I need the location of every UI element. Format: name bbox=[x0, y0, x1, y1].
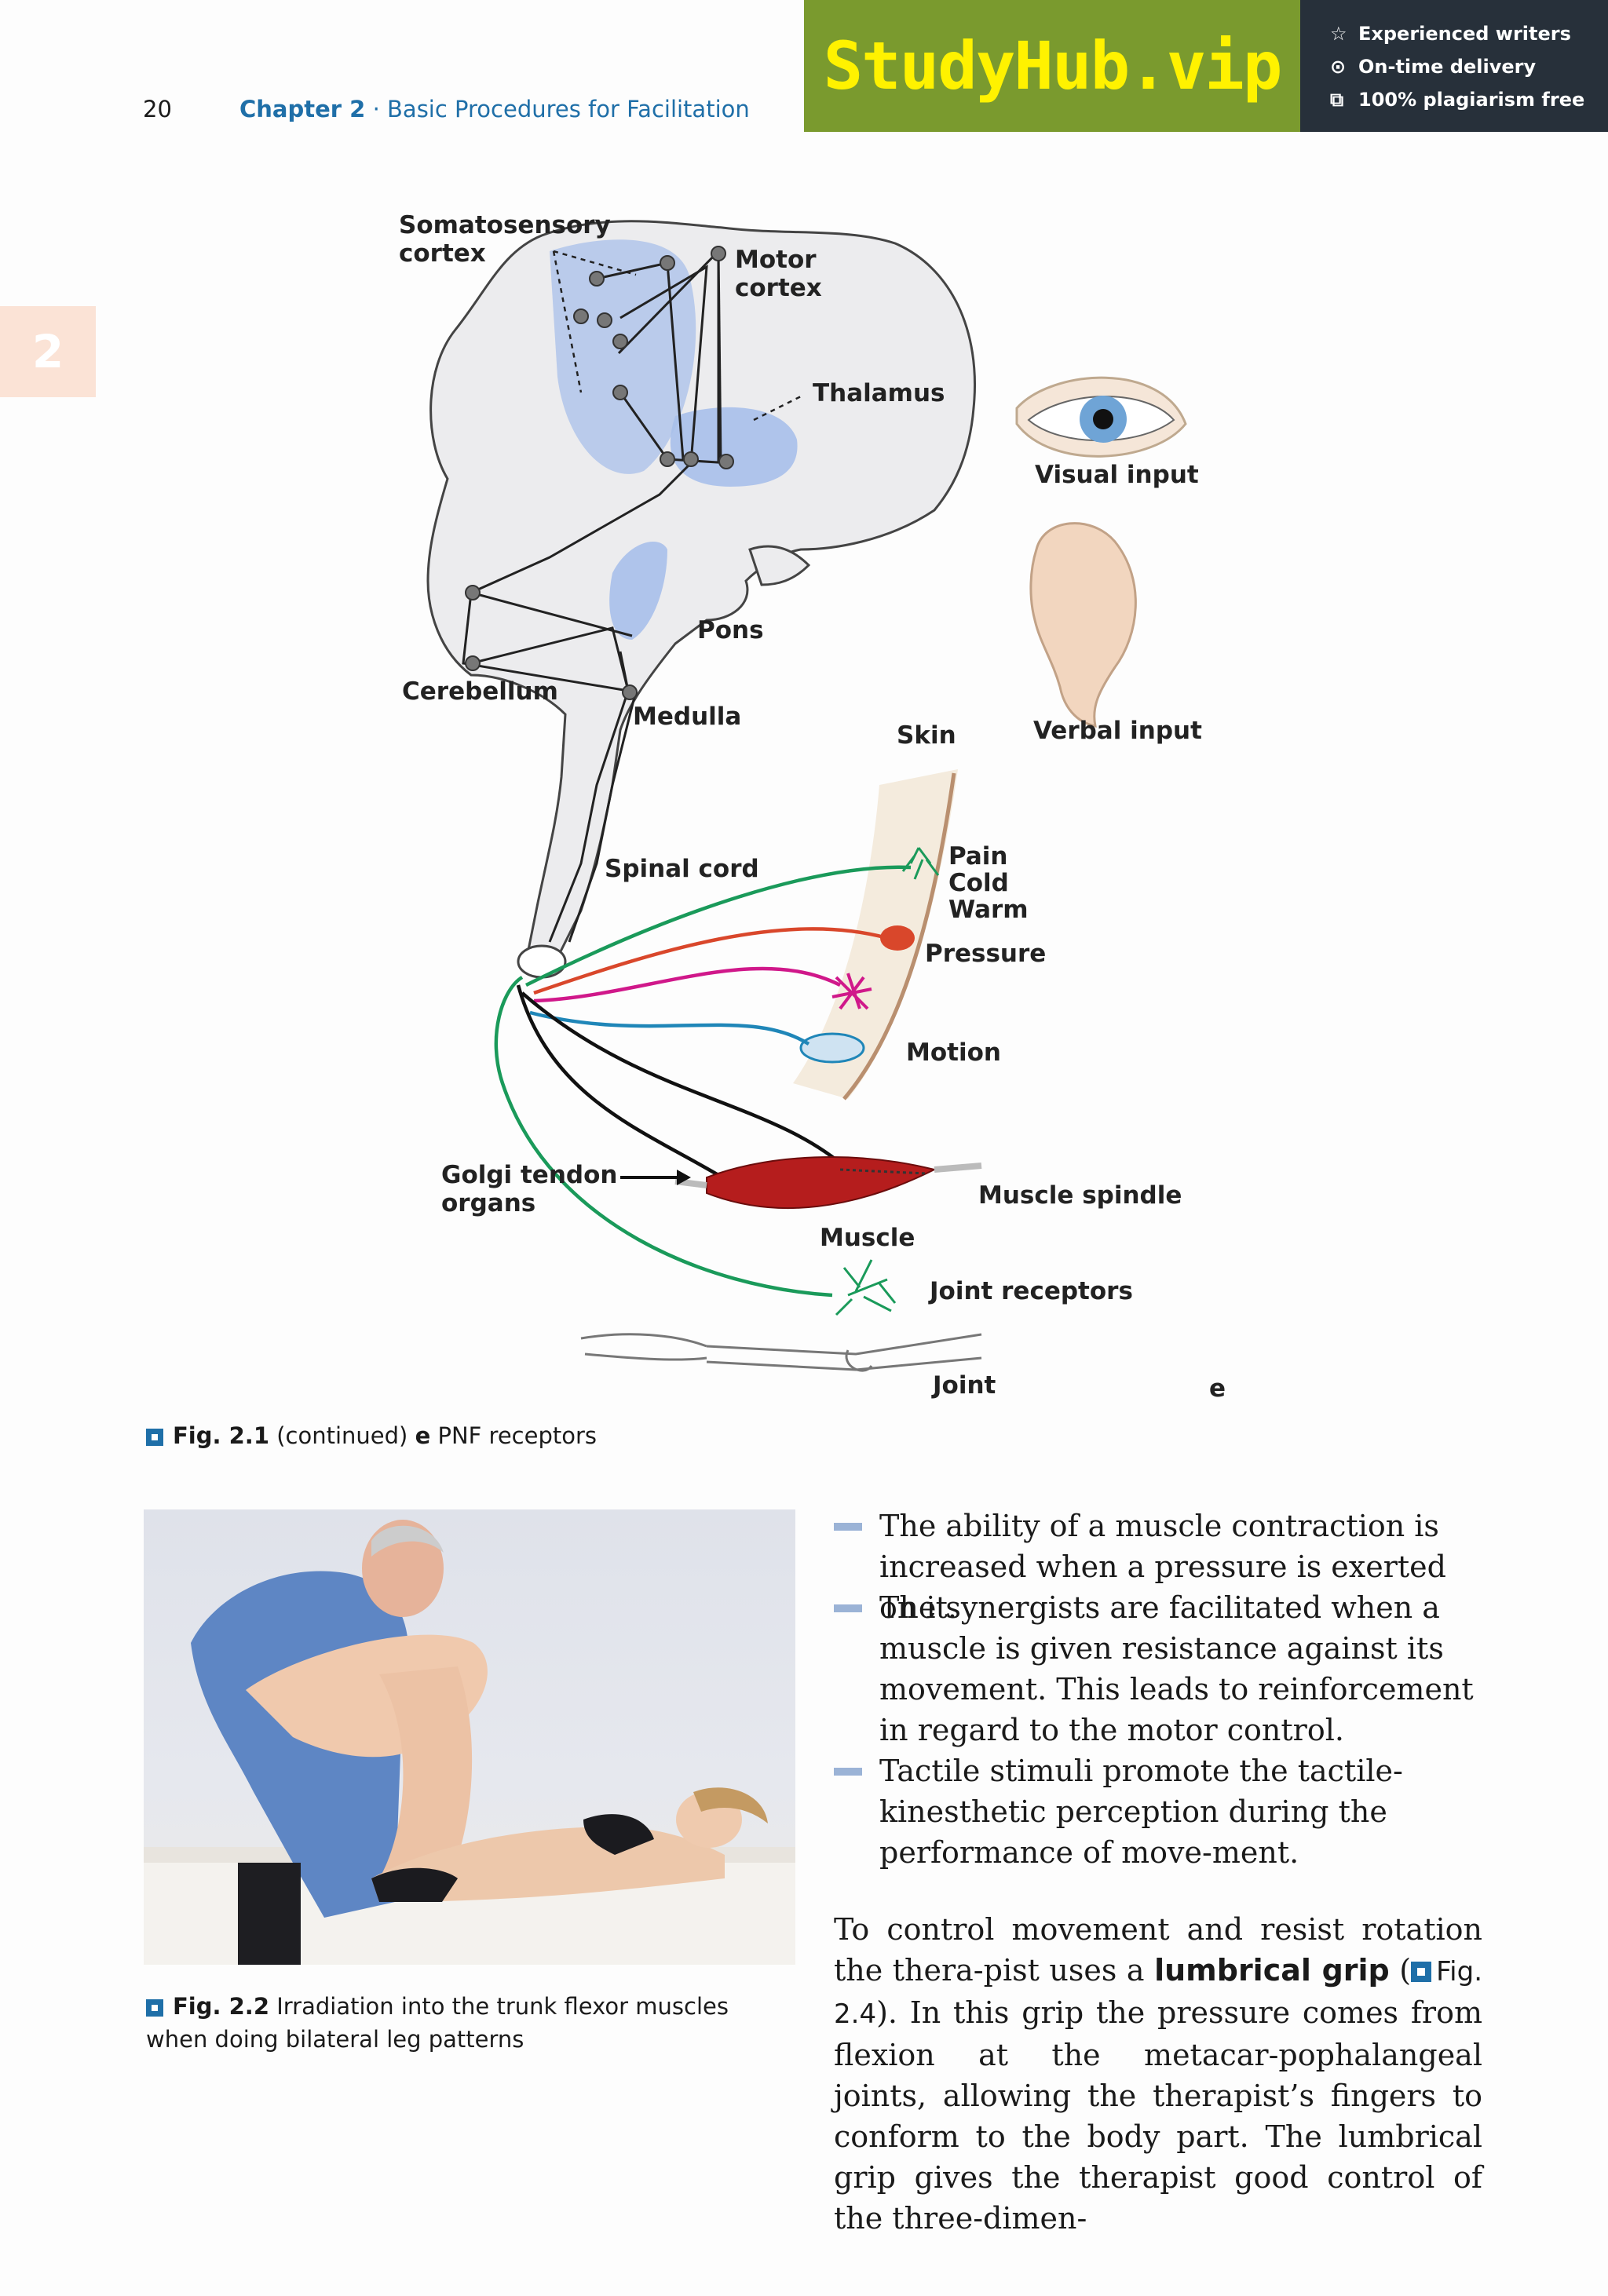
figure-marker-icon bbox=[146, 1429, 163, 1446]
pressure-receptor bbox=[880, 925, 915, 951]
label-medulla: Medulla bbox=[633, 703, 742, 731]
ear-illustration bbox=[1029, 522, 1137, 728]
pathway-blue bbox=[529, 1010, 810, 1046]
header-separator: · bbox=[365, 96, 388, 122]
feature-text: 100% plagiarism free bbox=[1358, 89, 1585, 111]
banner-logo-panel[interactable]: StudyHub.vip bbox=[804, 0, 1300, 132]
thalamus-region bbox=[670, 407, 798, 487]
label-motor-cortex: Motor cortex bbox=[735, 246, 822, 302]
skull-outline bbox=[426, 220, 976, 975]
figure-2-2-caption: Fig. 2.2 Irradiation into the trunk flex… bbox=[146, 1990, 774, 2056]
pons-region bbox=[609, 542, 667, 640]
eye-illustration bbox=[1015, 376, 1187, 458]
copy-icon: ⧉ bbox=[1330, 89, 1344, 111]
pathway-magenta bbox=[533, 966, 842, 1003]
bullet-item: The synergists are facilitated when a mu… bbox=[834, 1587, 1478, 1750]
clock-icon: ⊙ bbox=[1330, 56, 1347, 78]
bullet-dash bbox=[834, 1523, 862, 1531]
label-pons: Pons bbox=[697, 616, 764, 644]
panel-letter: e bbox=[1209, 1374, 1226, 1403]
chapter-tab: 2 bbox=[0, 306, 96, 397]
label-motion: Motion bbox=[906, 1038, 1001, 1067]
label-golgi-tendon-organs: Golgi tendon organs bbox=[441, 1161, 618, 1217]
feature-text: On-time delivery bbox=[1358, 56, 1537, 78]
label-cold: Cold bbox=[948, 869, 1009, 897]
bullet-item: The ability of a muscle contraction is i… bbox=[834, 1506, 1478, 1628]
neural-pathways bbox=[462, 248, 731, 943]
label-skin: Skin bbox=[897, 721, 956, 750]
star-icon: ☆ bbox=[1330, 23, 1347, 45]
label-muscle: Muscle bbox=[820, 1224, 915, 1252]
caption-label: Fig. 2.1 bbox=[173, 1422, 269, 1449]
feature-row: ⊙ On-time delivery bbox=[1330, 50, 1608, 83]
label-muscle-spindle: Muscle spindle bbox=[978, 1181, 1182, 1210]
motion-receptor bbox=[831, 973, 872, 1010]
muscle-illustration bbox=[674, 1156, 982, 1210]
feature-row: ☆ Experienced writers bbox=[1330, 17, 1608, 50]
figure-ref-icon bbox=[1411, 1962, 1432, 1982]
body-paragraph: To control movement and resist rotation … bbox=[834, 1909, 1482, 2239]
caption-panel: e bbox=[415, 1422, 431, 1449]
label-joint: Joint bbox=[933, 1371, 996, 1400]
banner-features: ☆ Experienced writers ⊙ On-time delivery ⧉… bbox=[1300, 0, 1608, 132]
pacinian-receptor bbox=[799, 1032, 865, 1064]
label-cerebellum: Cerebellum bbox=[402, 677, 558, 706]
label-pressure: Pressure bbox=[925, 940, 1047, 968]
label-thalamus: Thalamus bbox=[813, 379, 945, 407]
label-pain: Pain bbox=[948, 842, 1008, 871]
ad-banner[interactable]: StudyHub.vip ☆ Experienced writers ⊙ On-ti… bbox=[804, 0, 1608, 132]
lumbrical-grip-term: lumbrical grip bbox=[1154, 1953, 1390, 1988]
leg-pattern-photo bbox=[144, 1509, 795, 1965]
bullet-text: The ability of a muscle contraction is i… bbox=[879, 1509, 1446, 1625]
pathway-green-joint bbox=[494, 976, 833, 1298]
label-joint-receptors: Joint receptors bbox=[930, 1277, 1133, 1305]
caption-text: Irradiation into the trunk flexor muscle… bbox=[146, 1993, 729, 2053]
label-somatosensory-cortex: Somatosensory cortex bbox=[399, 211, 611, 268]
bullet-dash bbox=[834, 1768, 862, 1776]
figure-2-1-caption: Fig. 2.1 (continued) e PNF receptors bbox=[146, 1422, 597, 1449]
paragraph-start: To control movement and resist rotation … bbox=[834, 1912, 1482, 1988]
pathway-green-skin bbox=[524, 865, 912, 987]
label-warm: Warm bbox=[948, 896, 1029, 924]
spinal-cord-section bbox=[517, 944, 567, 979]
chapter-label: Chapter 2 bbox=[239, 96, 366, 122]
skull-base-notch bbox=[748, 545, 811, 586]
studyhub-logo[interactable]: StudyHub.vip bbox=[823, 27, 1283, 104]
nuclei bbox=[465, 246, 734, 700]
caption-text: (continued) bbox=[276, 1422, 415, 1449]
figure-reference-link[interactable]: Fig. 2.4 bbox=[834, 1956, 1482, 2030]
bullet-text: Tactile stimuli promote the tactile-kine… bbox=[879, 1754, 1403, 1870]
label-visual-input: Visual input bbox=[1035, 461, 1199, 489]
label-verbal-input: Verbal input bbox=[1033, 717, 1202, 745]
arm-skeleton bbox=[580, 1333, 982, 1372]
pnf-receptors-illustration bbox=[426, 220, 1187, 1372]
page-number: 20 bbox=[143, 96, 172, 122]
caption-rest: PNF receptors bbox=[430, 1422, 598, 1449]
pathway-black-1 bbox=[521, 991, 850, 1171]
cortex-region bbox=[550, 239, 696, 474]
running-header: Chapter 2 · Basic Procedures for Facilit… bbox=[239, 96, 750, 122]
bullet-text: The synergists are facilitated when a mu… bbox=[879, 1590, 1474, 1747]
paragraph-paren: ( bbox=[1389, 1953, 1412, 1988]
feature-text: Experienced writers bbox=[1358, 23, 1571, 45]
free-nerve-ending bbox=[901, 847, 940, 880]
section-title: Basic Procedures for Facilitation bbox=[387, 96, 750, 122]
joint-receptor bbox=[835, 1259, 897, 1316]
label-spinal-cord: Spinal cord bbox=[605, 855, 759, 883]
photo-illustration bbox=[144, 1520, 795, 1965]
paragraph-rest: ). In this grip the pressure comes from … bbox=[834, 1995, 1482, 2236]
figure-marker-icon bbox=[146, 1999, 163, 2017]
bullet-item: Tactile stimuli promote the tactile-kine… bbox=[834, 1750, 1478, 1873]
bullet-dash bbox=[834, 1604, 862, 1612]
pathway-red bbox=[533, 927, 888, 995]
caption-label: Fig. 2.2 bbox=[173, 1993, 269, 2020]
feature-row: ⧉ 100% plagiarism free bbox=[1330, 83, 1608, 116]
pathway-black-2 bbox=[516, 984, 724, 1179]
